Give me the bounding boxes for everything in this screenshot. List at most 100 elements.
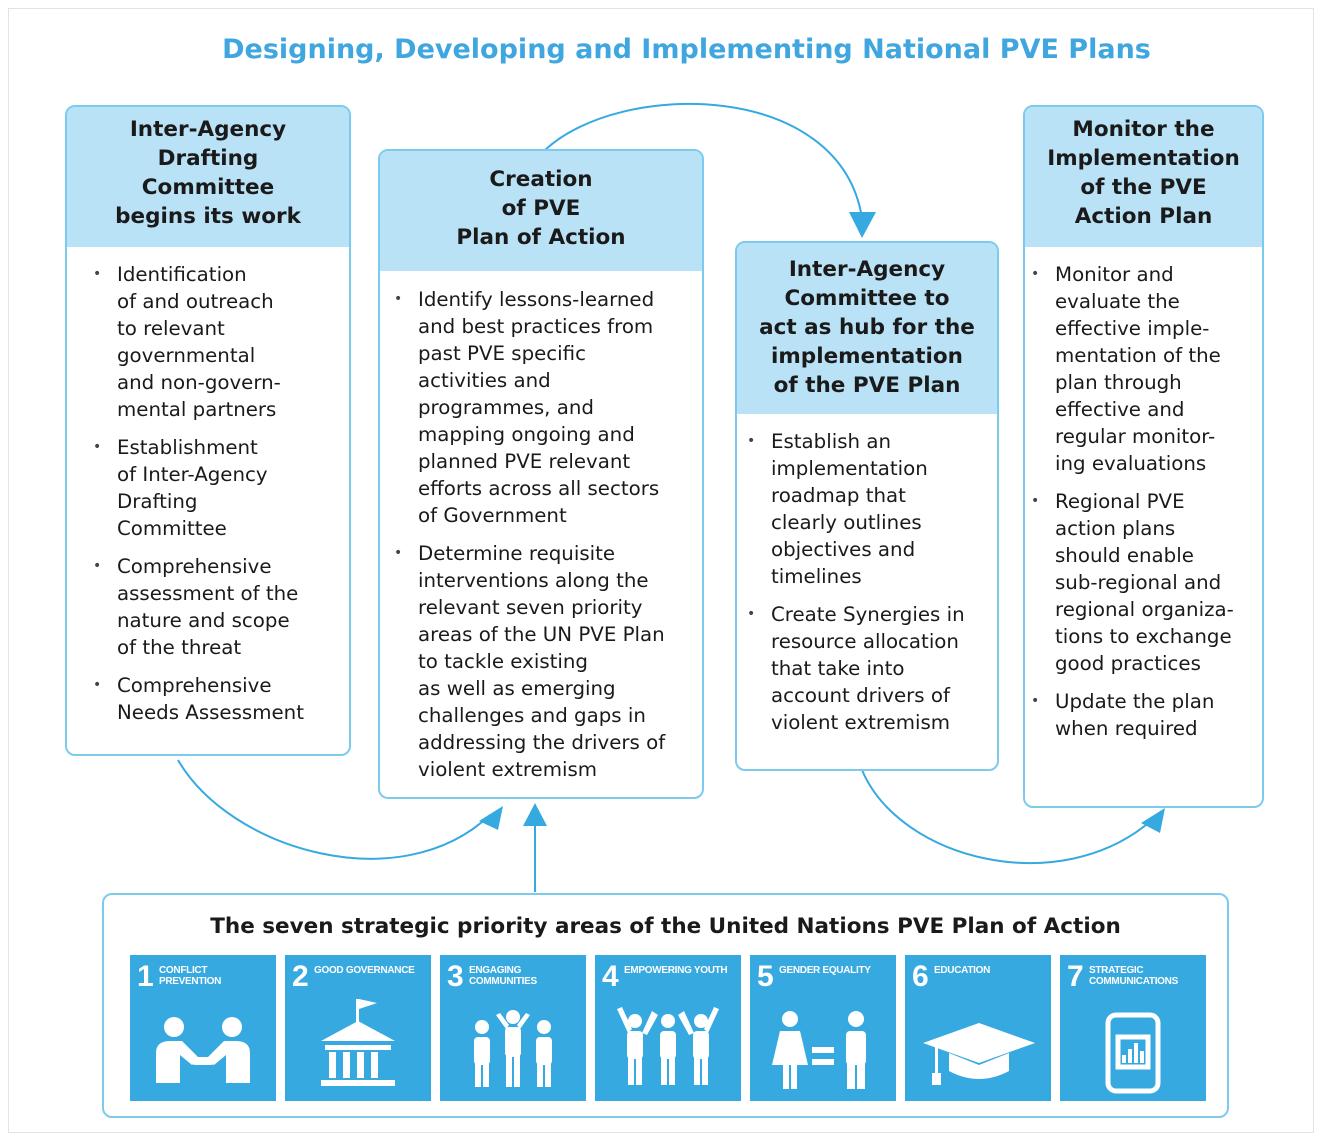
heading-line: implementation [771, 344, 963, 369]
card-monitor-implementation: Monitor the Implementation of the PVE Ac… [1023, 105, 1264, 808]
priority-tile-conflict-prevention: 1 CONFLICT PREVENTION [130, 955, 276, 1101]
arrow-card1-to-card2 [177, 759, 491, 860]
tile-number: 4 [602, 960, 619, 993]
priority-areas-panel: The seven strategic priority areas of th… [102, 893, 1229, 1118]
priority-tile-strategic-communications: 7 STRATEGIC COMMUNICATIONS [1060, 955, 1206, 1101]
bullet-line: Identification [117, 263, 247, 286]
bullet-line: that take into [771, 657, 905, 680]
bullet-item: Identification of and outreach to releva… [91, 261, 341, 423]
heading-line: Committee to [784, 286, 950, 311]
bullet-line: regional organiza- [1055, 598, 1234, 621]
tile-number: 7 [1067, 960, 1084, 993]
bullet-list: Identify lessons-learned and best practi… [380, 271, 702, 783]
priority-tile-education: 6 EDUCATION [905, 955, 1051, 1101]
bullet-line: to relevant [117, 317, 225, 340]
bullet-line: account drivers of [771, 684, 950, 707]
government-building-icon [321, 999, 395, 1086]
bullet-line: timelines [771, 565, 862, 588]
card-implementation-hub: Inter-Agency Committee to act as hub for… [735, 241, 999, 771]
tile-label: GOOD GOVERNANCE [314, 965, 415, 976]
bullet-line: of Inter-Agency [117, 463, 268, 486]
bullet-line: mental partners [117, 398, 277, 421]
priority-tile-gender-equality: 5 GENDER EQUALITY [750, 955, 896, 1101]
bullet-line: Drafting [117, 490, 198, 513]
bullet-line: evaluate the [1055, 290, 1180, 313]
heading-line: Inter-Agency [788, 257, 946, 282]
heading-line: begins its work [115, 204, 301, 229]
bullet-line: Committee [117, 517, 227, 540]
tile-label: ENGAGING COMMUNITIES [469, 965, 537, 987]
bullet-line: programmes, and [418, 396, 594, 419]
heading-line: of the PVE [1080, 175, 1207, 200]
bullet-line: Regional PVE [1055, 490, 1185, 513]
heading-line: Inter-Agency [129, 117, 287, 142]
bullet-line: violent extremism [418, 758, 598, 781]
tile-label: STRATEGIC COMMUNICATIONS [1089, 965, 1178, 987]
bullet-line: Establishment [117, 436, 258, 459]
bullet-line: Monitor and [1055, 263, 1174, 286]
bullet-line: objectives and [771, 538, 916, 561]
bullet-line: good practices [1055, 652, 1201, 675]
bullet-line: interventions along the [418, 569, 649, 592]
page-frame [8, 8, 1314, 1133]
tile-label: EDUCATION [934, 965, 991, 976]
arrowhead-card3-top [849, 212, 876, 238]
tablet-chart-icon [1105, 1012, 1161, 1094]
bullet-line: and non-govern- [117, 371, 281, 394]
bullet-line: of and outreach [117, 290, 274, 313]
bullet-line: regular monitor- [1055, 425, 1216, 448]
bullet-item: Create Synergies in resource allocation … [745, 601, 989, 736]
bullet-line: sub-regional and [1055, 571, 1222, 594]
bullet-item: Establishment of Inter-Agency Drafting C… [91, 434, 341, 542]
bullet-item: Determine requisite interventions along … [392, 540, 694, 783]
bullet-line: implementation [771, 457, 928, 480]
tile-label: CONFLICT PREVENTION [159, 965, 222, 987]
arrow-card3-to-card4 [861, 769, 1153, 864]
card-creation-plan: Creation of PVE Plan of Action Identify … [378, 149, 704, 799]
graduation-cap-icon [923, 1023, 1035, 1085]
bullet-line: Establish an [771, 430, 892, 453]
bullet-line: addressing the drivers of [418, 731, 666, 754]
bullet-line: areas of the UN PVE Plan [418, 623, 665, 646]
bullet-line: mentation of the [1055, 344, 1221, 367]
bullet-line: action plans [1055, 517, 1176, 540]
bullet-line: to tackle existing [418, 650, 588, 673]
bullet-item: Monitor and evaluate the effective imple… [1029, 261, 1254, 477]
priority-tile-engaging-communities: 3 ENGAGING COMMUNITIES [440, 955, 586, 1101]
heading-line: of PVE [501, 196, 581, 221]
bullet-line: roadmap that [771, 484, 906, 507]
bullet-line: Needs Assessment [117, 701, 304, 724]
tile-number: 1 [137, 960, 154, 993]
bullet-list: Monitor and evaluate the effective imple… [1025, 247, 1262, 742]
bullet-line: resource allocation [771, 630, 959, 653]
heading-line: of the PVE Plan [773, 373, 961, 398]
handshake-icon [156, 1017, 250, 1083]
bullet-line: efforts across all sectors [418, 477, 660, 500]
bullet-line: past PVE specific [418, 342, 587, 365]
bullet-line: Create Synergies in [771, 603, 965, 626]
heading-line: Implementation [1047, 146, 1240, 171]
bullet-line: activities and [418, 369, 551, 392]
arrow-card2-to-card3 [544, 102, 863, 219]
heading-line: Plan of Action [456, 225, 626, 250]
bullet-list: Identification of and outreach to releva… [67, 247, 349, 726]
tile-number: 3 [447, 960, 464, 993]
bullet-line: and best practices from [418, 315, 654, 338]
tile-label: EMPOWERING YOUTH [624, 965, 728, 976]
page-title: Designing, Developing and Implementing N… [222, 34, 1151, 65]
bullet-line: Identify lessons-learned [418, 288, 655, 311]
tile-number: 5 [757, 960, 774, 993]
bullet-item: Regional PVE action plans should enable … [1029, 488, 1254, 677]
priority-tile-good-governance: 2 GOOD GOVERNANCE [285, 955, 431, 1101]
bullet-line: effective imple- [1055, 317, 1210, 340]
tile-number: 2 [292, 960, 309, 993]
arrowhead-card2-up [523, 803, 547, 826]
bullet-line: challenges and gaps in [418, 704, 646, 727]
bullet-line: Update the plan [1055, 690, 1215, 713]
bullet-line: mapping ongoing and [418, 423, 635, 446]
priority-tile-empowering-youth: 4 EMPOWERING YOUTH [595, 955, 741, 1101]
bullet-line: violent extremism [771, 711, 951, 734]
gender-equality-icon [772, 1011, 866, 1089]
heading-line: act as hub for the [759, 315, 975, 340]
